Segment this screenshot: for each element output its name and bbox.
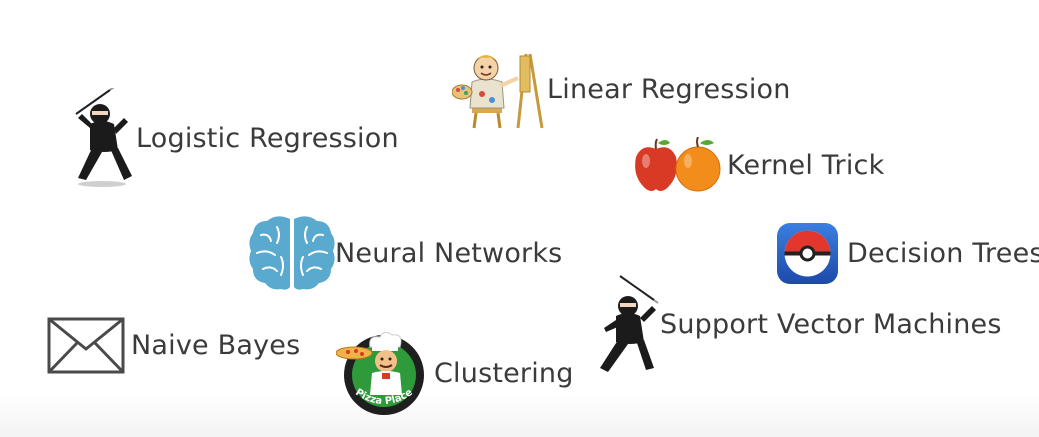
topic-label: Kernel Trick [727,149,885,181]
topic-support-vector-machines: Support Vector Machines [596,272,1002,376]
pizza-place-logo-icon: Pizza Place [336,331,424,415]
topic-linear-regression: Linear Regression [452,48,791,130]
topic-label: Clustering [434,357,574,389]
topic-label: Support Vector Machines [660,308,1002,340]
topic-logistic-regression: Logistic Regression [70,88,399,188]
topic-label: Naive Bayes [131,330,301,361]
envelope-icon [47,317,125,374]
topic-neural-networks: Neural Networks [247,213,562,293]
apple-orange-icon [635,137,721,192]
topic-label: Linear Regression [547,73,791,105]
ninja-sword-icon [600,275,659,372]
brain-icon [249,216,335,290]
topic-decision-trees: Decision Trees [776,222,1039,285]
topic-kernel-trick: Kernel Trick [632,137,884,193]
topic-clustering: Pizza Place Clustering [336,329,574,417]
topic-naive-bayes: Naive Bayes [47,317,300,374]
painter-icon [452,53,544,129]
topic-label: Neural Networks [335,237,563,269]
topic-label: Decision Trees [847,238,1039,269]
ninja-icon [75,88,132,187]
topic-label: Logistic Regression [136,122,399,154]
pokeball-app-icon [777,223,838,284]
